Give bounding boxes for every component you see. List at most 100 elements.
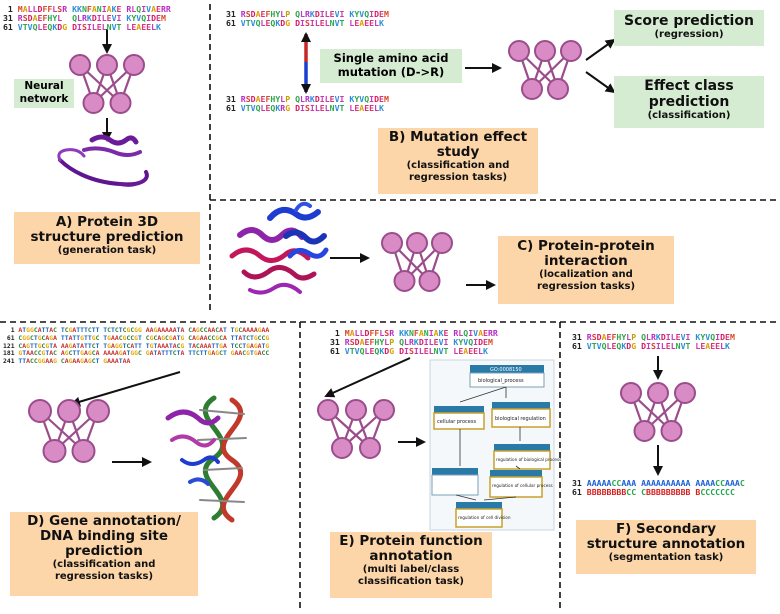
sequence-line: 1 ATGGCATTAC TCGATTTCTT TCTCTCGCGG AAGAA…	[3, 326, 270, 334]
arrow-e-seq-to-nn	[324, 357, 411, 398]
sequence-line: 31 RSDAEFHYL QLRKDILEVI KYVQIDEM	[3, 13, 166, 23]
sequence-line: 31 RSDAEFHYLP QLRKDILEVI KYVQIDEM	[572, 332, 735, 342]
go-graph: GO:0008150 biological_process cellular p…	[429, 359, 561, 531]
nn-node	[28, 399, 52, 423]
panel-e-title: E) Protein function annotation	[339, 533, 483, 564]
nn-node	[331, 437, 353, 459]
arrow-b-to-effect	[585, 71, 616, 94]
line-number: 31	[572, 332, 587, 342]
neural-network-c	[381, 232, 453, 292]
sequence-line: 61 BBBBBBBBCC CBBBBBBBBB BCCCCCCC	[572, 487, 735, 497]
line-number: 31	[330, 337, 345, 347]
nn-node	[620, 382, 642, 404]
sequence-line: 61 VTVQLEQKDG DISILELNVT LEAEELK	[3, 22, 161, 32]
nn-node	[431, 232, 453, 254]
sequence-line: 61 VTVQLEQKDG DISILELNVT LEAEELK	[330, 346, 488, 356]
nn-node	[547, 78, 569, 100]
nn-node	[633, 420, 656, 442]
sequence-line: 61 VTVQLEQKDG DISILELNVT LEAEELK	[572, 341, 730, 351]
panel-d-title: D) Gene annotation/ DNA binding site pre…	[27, 513, 181, 559]
line-number: 121	[3, 341, 19, 350]
sequence-line: 31 RSDAEFHYLP QLRKDILEVI KYVQIDEM	[330, 337, 493, 347]
line-number: 1	[3, 4, 18, 14]
panel-a-label: A) Protein 3D structure prediction (gene…	[14, 212, 200, 264]
nn-node	[674, 382, 696, 404]
nn-node	[406, 232, 428, 254]
sequence-line: 181 GTAACCGTAC AGCTTGAGCA AAAAGATGGC GAT…	[3, 349, 270, 358]
effect-subtitle: (classification)	[647, 110, 731, 121]
dna-helix-icon	[165, 395, 247, 523]
nn-node	[534, 40, 556, 62]
panel-b-label: B) Mutation effect study (classification…	[378, 128, 538, 194]
go-header-text: GO:0008150	[490, 367, 522, 373]
panel-d-subtitle: (classification and regression tasks)	[52, 559, 156, 582]
neural-network-label: Neural network	[14, 79, 74, 108]
nn-node	[660, 420, 683, 442]
score-title: Score prediction	[624, 13, 754, 29]
sequence-line: 61 VTVQLEQKDG DISILELNVT LEAEELK	[226, 18, 384, 28]
effect-title: Effect class prediction	[644, 78, 734, 110]
go-node-4: regulation of cellular process	[492, 483, 553, 488]
line-number: 61	[226, 18, 241, 28]
panel-c-label: C) Protein-protein interaction (localiza…	[498, 236, 674, 304]
line-number: 31	[226, 9, 241, 19]
effect-prediction-box: Effect class prediction (classification)	[614, 76, 764, 128]
nn-node	[418, 270, 441, 292]
line-number: 61	[3, 22, 18, 32]
go-node-3: regulation of biological process	[496, 457, 561, 462]
neural-network-b	[508, 40, 582, 100]
line-number: 61	[572, 487, 587, 497]
neural-network-e	[317, 399, 395, 459]
score-subtitle: (regression)	[654, 29, 724, 40]
sequence-line: 31 RSDAEFHYLP QLRKDILEVI KYVQIDEM	[226, 94, 389, 104]
go-node-5: regulation of cell division	[458, 515, 511, 520]
sequence-line: 61 CGGCTGCAGA TTATTGTTGC TGAACGCCGT CGCA…	[3, 333, 270, 342]
nn-node	[508, 40, 530, 62]
nn-node	[109, 92, 132, 114]
line-number: 61	[330, 346, 345, 356]
nn-node	[381, 232, 403, 254]
nn-node	[345, 399, 367, 421]
panel-c-subtitle: (localization and regression tasks)	[536, 269, 636, 292]
line-number: 1	[3, 326, 19, 334]
mutation-label: Single amino acid mutation (D->R)	[320, 49, 462, 83]
nn-node	[373, 399, 395, 421]
line-number: 61	[572, 341, 587, 351]
panel-b-subtitle: (classification and regression tasks)	[406, 160, 510, 183]
panel-a-subtitle: (generation task)	[57, 245, 157, 256]
nn-node	[42, 439, 67, 463]
sequence-line: 1 MALLDFFLSR KKNFANIAKE RLQIVAERR	[3, 4, 171, 14]
line-number: 61	[3, 333, 19, 342]
sequence-line: 61 VTVQLEQKRG DISILELNVT LEAEELK	[226, 103, 384, 113]
go-node-0: biological_process	[478, 378, 524, 384]
panel-f-title: F) Secondary structure annotation	[586, 521, 746, 552]
panel-d-dna-sequence: 1 ATGGCATTAC TCGATTTCTT TCTCTCGCGG AAGAA…	[3, 326, 270, 366]
panel-f-label: F) Secondary structure annotation (segme…	[576, 520, 756, 574]
nn-node	[57, 399, 81, 423]
panel-dividers	[0, 4, 776, 612]
panel-a-title: A) Protein 3D structure prediction	[30, 214, 184, 245]
nn-node	[647, 382, 669, 404]
panel-d-label: D) Gene annotation/ DNA binding site pre…	[10, 512, 198, 596]
score-prediction-box: Score prediction (regression)	[614, 10, 764, 46]
sequence-line: 31 AAAAACCAAA AAAAAAAAAA AAAACCAAAC	[572, 478, 745, 488]
panel-c-title: C) Protein-protein interaction	[517, 238, 655, 269]
neural-network-a	[69, 54, 145, 114]
nn-node	[393, 270, 416, 292]
line-number: 31	[572, 478, 587, 488]
line-number: 31	[3, 13, 18, 23]
sequence-line: 241 TTACCGGAAG CAGAAGAGCT GAAATAA	[3, 357, 131, 366]
go-node-1: cellular process	[437, 419, 476, 425]
nn-node	[96, 54, 118, 76]
panel-e-subtitle: (multi label/class classification task)	[358, 564, 464, 587]
nn-node	[317, 399, 339, 421]
nn-node	[359, 437, 381, 459]
nn-node	[560, 40, 582, 62]
panel-e-label: E) Protein function annotation (multi la…	[330, 532, 492, 598]
